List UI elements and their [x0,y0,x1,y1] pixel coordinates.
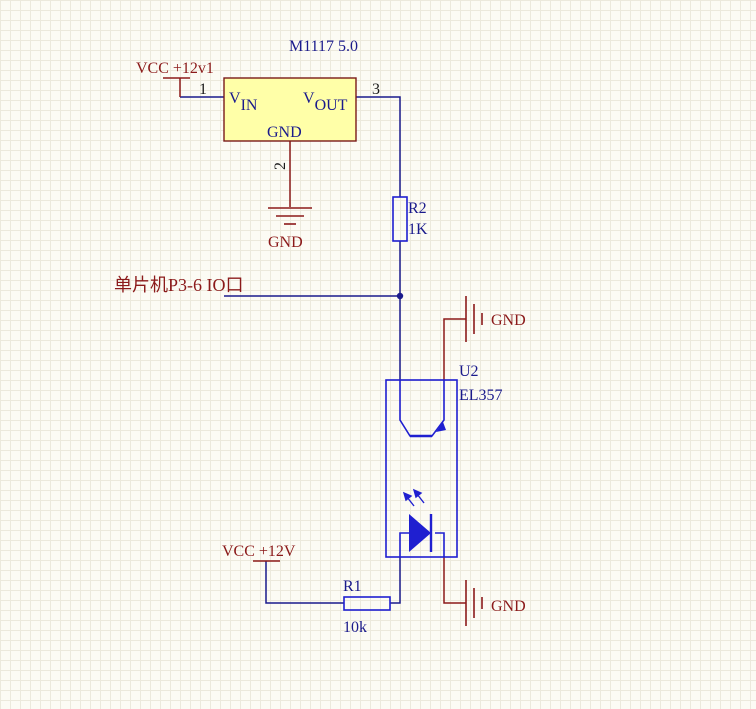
pin1-label: 1 [199,81,207,98]
power-wires [163,77,466,604]
r2-value-label: 1K [408,221,428,238]
vout-main: V [303,90,315,107]
gnd-reg-icon [268,207,312,225]
regulator-part-label: M1117 5.0 [289,38,358,55]
wire-vout-r2 [356,96,401,197]
wires [180,96,401,604]
regulator-body [223,77,357,142]
r1-ref-label: R1 [343,578,362,595]
pin3-label: 3 [372,81,380,98]
vcc-top-symbol [163,77,190,97]
optocoupler-part-label: EL357 [459,387,503,404]
vin-main: V [229,90,241,107]
gnd-top-label: GND [491,312,526,329]
optocoupler-body [385,379,458,558]
wire-emitter-gnd [443,318,466,380]
r2-body [392,196,408,242]
vout-sub: OUT [315,97,348,114]
phototransistor-icon [399,380,445,437]
vcc-bottom-label: VCC +12V [222,543,296,560]
junction-dot [396,292,404,300]
led-leads [399,532,445,557]
light-arrows-icon [402,488,425,507]
mcu-io-net-label: 单片机P3-6 IO口 [114,275,244,295]
emitter-arrow-icon [436,422,446,432]
gnd-bottom-icon [465,580,483,626]
vin-label: VIN [229,90,258,114]
r1-value-label: 10k [343,619,367,636]
vcc-top-label: VCC +12v1 [136,60,214,77]
wire-cathode-gnd [443,557,466,604]
optocoupler-box [385,379,458,558]
vout-label: VOUT [303,90,348,114]
led-icon [409,514,431,552]
gnd-bottom-label: GND [491,598,526,615]
gnd-reg-label: GND [268,234,303,251]
gnd-top-icon [465,296,483,342]
wire-vcc-r1 [265,561,344,604]
pin2-label: 2 [272,162,289,170]
r1-body [343,596,391,611]
regulator-gnd-pin-label: GND [267,124,302,141]
vin-sub: IN [241,97,258,114]
wire-r1-anode [390,557,401,604]
optocoupler-ref-label: U2 [459,363,479,380]
r2-ref-label: R2 [408,200,427,217]
